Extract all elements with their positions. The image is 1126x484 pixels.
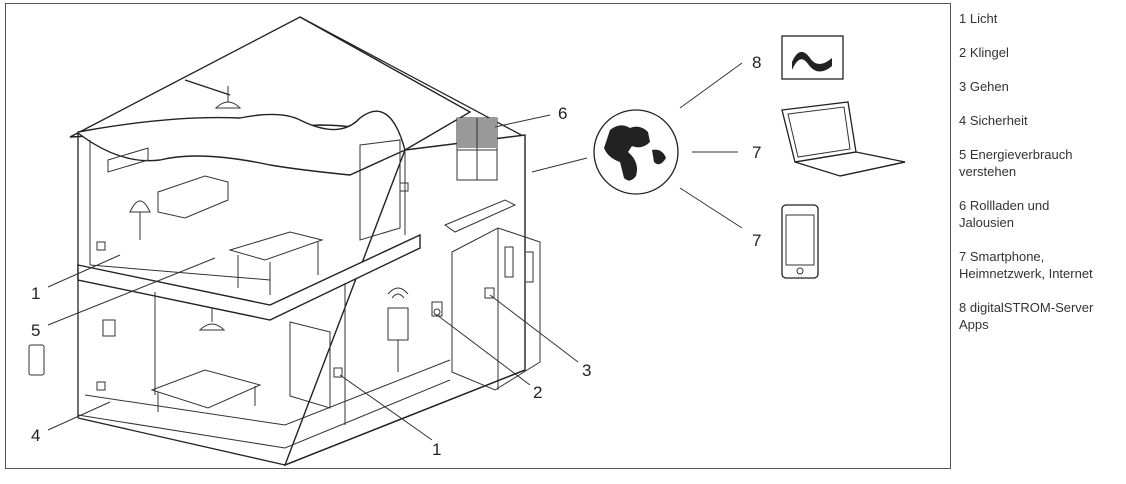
- callout-3-walk: 3: [582, 361, 591, 380]
- callout-5-energy: 5: [31, 321, 40, 340]
- leader-3: [489, 294, 579, 363]
- legend-item-7: 7 Smartphone, Heimnetzwerk, Internet: [959, 249, 1093, 281]
- legend-item-1: 1 Licht: [959, 11, 998, 26]
- legend: 1 Licht 2 Klingel 3 Gehen 4 Sicherheit 5…: [959, 10, 1124, 350]
- globe-icon: [593, 109, 679, 195]
- link-globe-phone: [679, 187, 743, 229]
- callout-7-laptop: 7: [752, 143, 761, 162]
- callout-4-security: 4: [31, 426, 40, 445]
- leader-1a: [47, 254, 121, 288]
- legend-item-5: 5 Energieverbrauch verstehen: [959, 147, 1073, 179]
- callout-2-bell: 2: [533, 383, 542, 402]
- smartphone-icon: [781, 204, 819, 279]
- digitalstrom-logo-icon: [781, 35, 844, 80]
- legend-item-6: 6 Rollladen und Jalousien: [959, 198, 1050, 230]
- house-cutaway-icon: [28, 16, 541, 467]
- legend-item-3: 3 Gehen: [959, 79, 1009, 94]
- legend-item-4: 4 Sicherheit: [959, 113, 1028, 128]
- link-globe-server: [679, 62, 743, 109]
- callout-6-blinds: 6: [558, 104, 567, 123]
- callout-8-server: 8: [752, 53, 761, 72]
- link-house-globe: [531, 157, 588, 173]
- leader-1b: [339, 374, 433, 441]
- leader-2: [436, 314, 531, 386]
- smart-home-diagram: 1 5 4 1 2 3 6 8 7 7: [28, 16, 906, 467]
- leader-4: [47, 401, 111, 431]
- legend-item-2: 2 Klingel: [959, 45, 1009, 60]
- leader-6: [494, 114, 551, 128]
- callout-1-light-lower: 1: [432, 440, 441, 459]
- leader-5: [47, 257, 216, 326]
- legend-item-8: 8 digitalSTROM-Server Apps: [959, 300, 1094, 332]
- callout-7-phone: 7: [752, 231, 761, 250]
- callout-1-light-upper: 1: [31, 284, 40, 303]
- laptop-icon: [781, 101, 906, 177]
